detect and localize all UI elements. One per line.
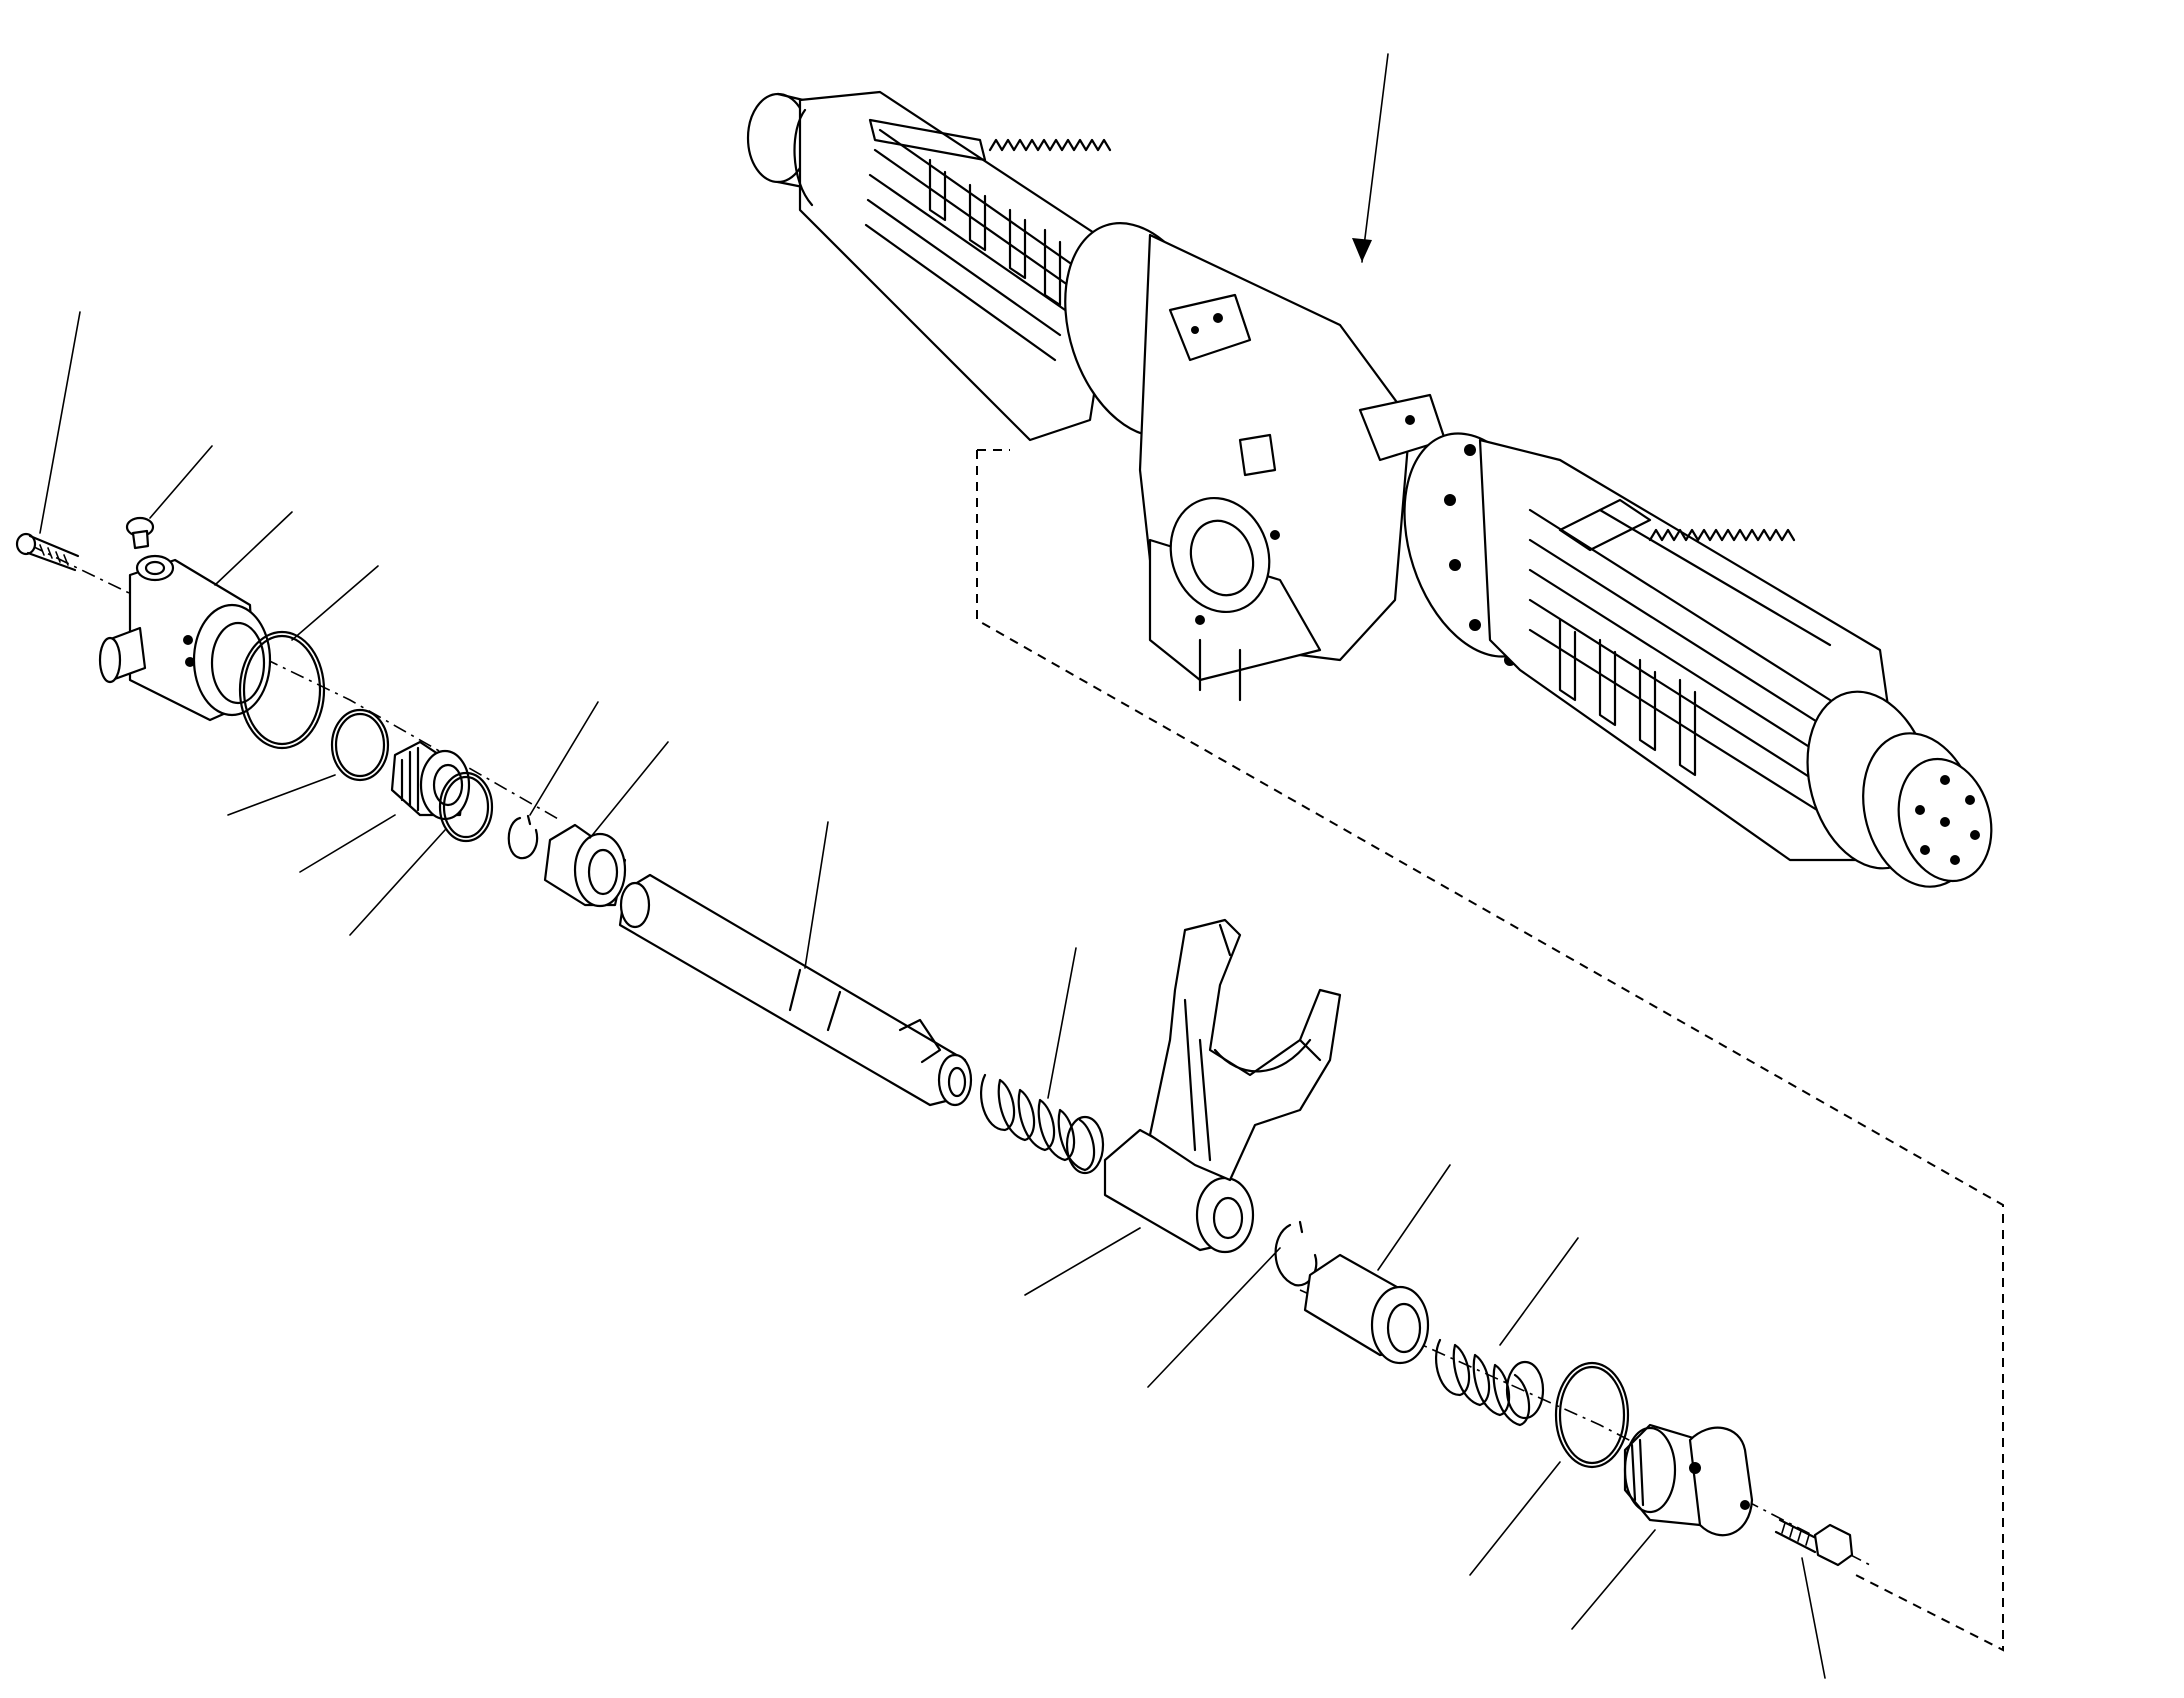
housing-cap-bolt: [15, 532, 80, 572]
cover-o-ring: [1554, 1361, 1630, 1469]
shift-fork: [1103, 918, 1342, 1254]
piston-o-ring: [438, 771, 494, 843]
o-ring-left: [330, 708, 390, 782]
hex-bolt: [1774, 1518, 1854, 1567]
snap-ring-right: [1274, 1220, 1318, 1287]
spring-left: [980, 1073, 1105, 1175]
housing-arrow: [1352, 53, 1389, 263]
spacer-sleeve-left: [543, 823, 627, 908]
cylinder-housing: [98, 554, 272, 722]
end-cover: [1623, 1423, 1754, 1537]
large-o-ring: [238, 630, 326, 750]
assembly-boundary: [976, 449, 2004, 1652]
leader-lines: [39, 311, 1826, 1679]
spacer-sleeve-right: [1303, 1253, 1430, 1365]
piston: [390, 740, 471, 821]
spring-right: [1435, 1338, 1545, 1427]
small-plug-screw: [125, 516, 155, 550]
snap-ring-left: [507, 814, 539, 860]
shift-shaft: [618, 873, 973, 1107]
axle-housing: [746, 90, 1993, 888]
